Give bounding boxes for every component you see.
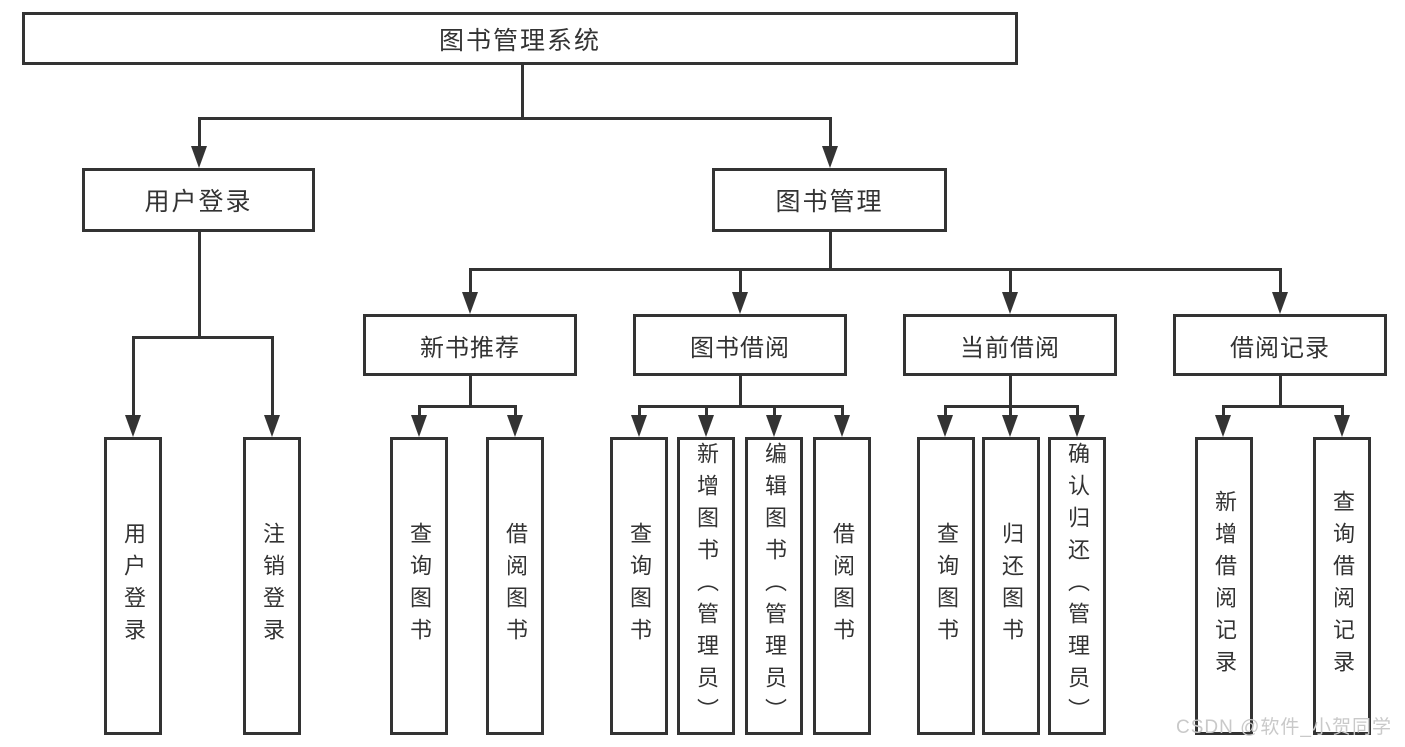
connector-recommend-stem (469, 376, 472, 405)
arrow-down-icon (766, 415, 782, 437)
connector-root-stem (521, 65, 524, 118)
leaf-borrow-books-recommend: 借阅图书 (486, 437, 544, 735)
leaf-logout: 注销登录 (243, 437, 301, 735)
connector-drop (841, 405, 844, 420)
arrow-down-icon (1215, 415, 1231, 437)
leaf-label: 借阅图书 (830, 522, 855, 650)
connector-management-branch (469, 268, 1282, 271)
connector-drop (1222, 405, 1225, 420)
connector-drop-leaf-login (132, 336, 135, 420)
connector-drop (944, 405, 947, 420)
node-label: 图书借阅 (690, 334, 790, 362)
connector-drop-book-management (829, 117, 832, 150)
connector-management-stem (829, 232, 832, 268)
connector-login-branch (132, 336, 274, 339)
arrow-down-icon (411, 415, 427, 437)
node-user-login: 用户登录 (82, 168, 315, 232)
leaf-borrow-books-borrow: 借阅图书 (813, 437, 871, 735)
csdn-watermark: CSDN @软件_小贺同学 (1176, 717, 1392, 738)
leaf-query-borrow-record: 查询借阅记录 (1313, 437, 1371, 735)
arrow-down-icon (1069, 415, 1085, 437)
connector-drop-records (1279, 268, 1282, 296)
connector-drop-recommend (469, 268, 472, 296)
leaf-confirm-return-admin: 确认归还（管理员） (1048, 437, 1106, 735)
node-new-book-recommendation: 新书推荐 (363, 314, 577, 376)
leaf-label: 用户登录 (121, 522, 146, 650)
node-book-management: 图书管理 (712, 168, 947, 232)
arrow-down-icon (937, 415, 953, 437)
arrow-down-icon (834, 415, 850, 437)
leaf-label: 确认归还（管理员） (1065, 442, 1090, 730)
leaf-label: 新增图书（管理员） (694, 442, 719, 730)
leaf-query-books-recommend: 查询图书 (390, 437, 448, 735)
leaf-query-books-current: 查询图书 (917, 437, 975, 735)
connector-recommend-branch (418, 405, 517, 408)
leaf-add-books-admin: 新增图书（管理员） (677, 437, 735, 735)
node-label: 图书管理 (775, 188, 884, 216)
connector-current-stem (1009, 376, 1012, 405)
connector-drop (514, 405, 517, 420)
leaf-edit-books-admin: 编辑图书（管理员） (745, 437, 803, 735)
leaf-label: 查询图书 (627, 522, 652, 650)
arrow-down-icon (125, 415, 141, 437)
connector-login-stem (198, 232, 201, 336)
leaf-label: 查询借阅记录 (1330, 490, 1355, 682)
leaf-label: 新增借阅记录 (1212, 490, 1237, 682)
arrow-down-icon (507, 415, 523, 437)
arrow-down-icon (1334, 415, 1350, 437)
arrow-down-icon (264, 415, 280, 437)
connector-drop-user-login (198, 117, 201, 150)
node-book-borrowing: 图书借阅 (633, 314, 847, 376)
node-current-borrowing: 当前借阅 (903, 314, 1117, 376)
node-label: 用户登录 (144, 188, 253, 216)
connector-drop-current (1009, 268, 1012, 296)
leaf-label: 借阅图书 (503, 522, 528, 650)
connector-drop (1341, 405, 1344, 420)
arrow-down-icon (698, 415, 714, 437)
connector-records-branch (1222, 405, 1343, 408)
leaf-query-books-borrow: 查询图书 (610, 437, 668, 735)
leaf-label: 查询图书 (407, 522, 432, 650)
connector-drop (705, 405, 708, 420)
connector-drop (638, 405, 641, 420)
arrow-down-icon (1272, 292, 1288, 314)
node-label: 当前借阅 (960, 334, 1060, 362)
node-library-management-system: 图书管理系统 (22, 12, 1018, 65)
connector-drop (773, 405, 776, 420)
arrow-down-icon (1002, 415, 1018, 437)
leaf-label: 归还图书 (999, 522, 1024, 650)
node-borrowing-records: 借阅记录 (1173, 314, 1387, 376)
connector-drop-leaf-logout (271, 336, 274, 420)
connector-borrowing-branch (638, 405, 844, 408)
node-label: 图书管理系统 (438, 26, 601, 55)
connector-root-branch (198, 117, 832, 120)
leaf-label: 注销登录 (260, 522, 285, 650)
connector-drop-borrowing (739, 268, 742, 296)
node-label: 借阅记录 (1230, 334, 1330, 362)
arrow-down-icon (732, 292, 748, 314)
arrow-down-icon (462, 292, 478, 314)
arrow-down-icon (1002, 292, 1018, 314)
connector-records-stem (1279, 376, 1282, 405)
connector-drop (1076, 405, 1079, 420)
leaf-return-books: 归还图书 (982, 437, 1040, 735)
arrow-down-icon (822, 146, 838, 168)
leaf-label: 查询图书 (934, 522, 959, 650)
connector-drop (418, 405, 421, 420)
leaf-user-login: 用户登录 (104, 437, 162, 735)
node-label: 新书推荐 (420, 334, 520, 362)
leaf-label: 编辑图书（管理员） (762, 442, 787, 730)
connector-drop (1009, 405, 1012, 420)
arrow-down-icon (631, 415, 647, 437)
connector-borrowing-stem (739, 376, 742, 405)
arrow-down-icon (191, 146, 207, 168)
leaf-add-borrow-record: 新增借阅记录 (1195, 437, 1253, 735)
